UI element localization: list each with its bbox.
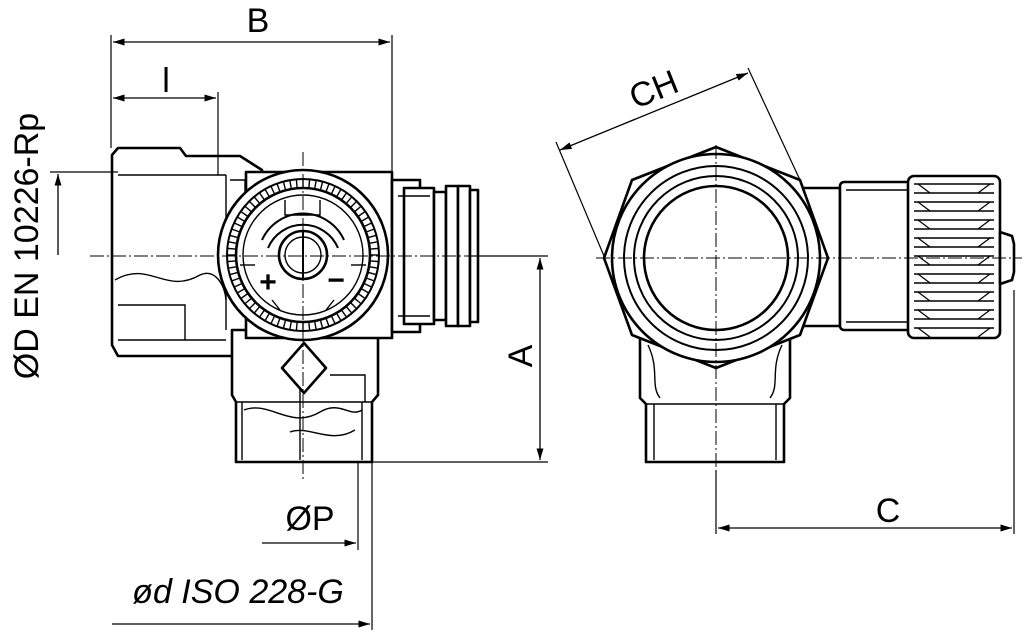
preset-dial[interactable]: + − xyxy=(216,168,390,342)
minus-symbol: − xyxy=(327,264,345,297)
dimensions: B l ØD EN 10226-Rp A ØP ød ISO 228-G C C… xyxy=(8,2,1015,630)
front-view: + − xyxy=(90,146,545,480)
dial-knurling xyxy=(227,179,379,331)
plus-symbol: + xyxy=(259,266,277,299)
dim-l-label: l xyxy=(162,62,170,100)
dim-OD-label: ØD EN 10226-Rp xyxy=(8,113,46,379)
side-view xyxy=(596,145,1022,470)
dim-CH-label: CH xyxy=(624,63,684,117)
diamond-marker xyxy=(280,341,328,395)
side-outlet xyxy=(638,336,792,464)
dim-od-label: ød ISO 228-G xyxy=(132,573,344,611)
dim-B-label: B xyxy=(247,2,270,40)
dim-C-label: C xyxy=(876,492,901,530)
cap-knurling xyxy=(914,183,994,338)
dim-OP-label: ØP xyxy=(285,500,334,538)
protective-cap[interactable] xyxy=(838,174,1016,340)
dim-A-label: A xyxy=(502,344,540,367)
